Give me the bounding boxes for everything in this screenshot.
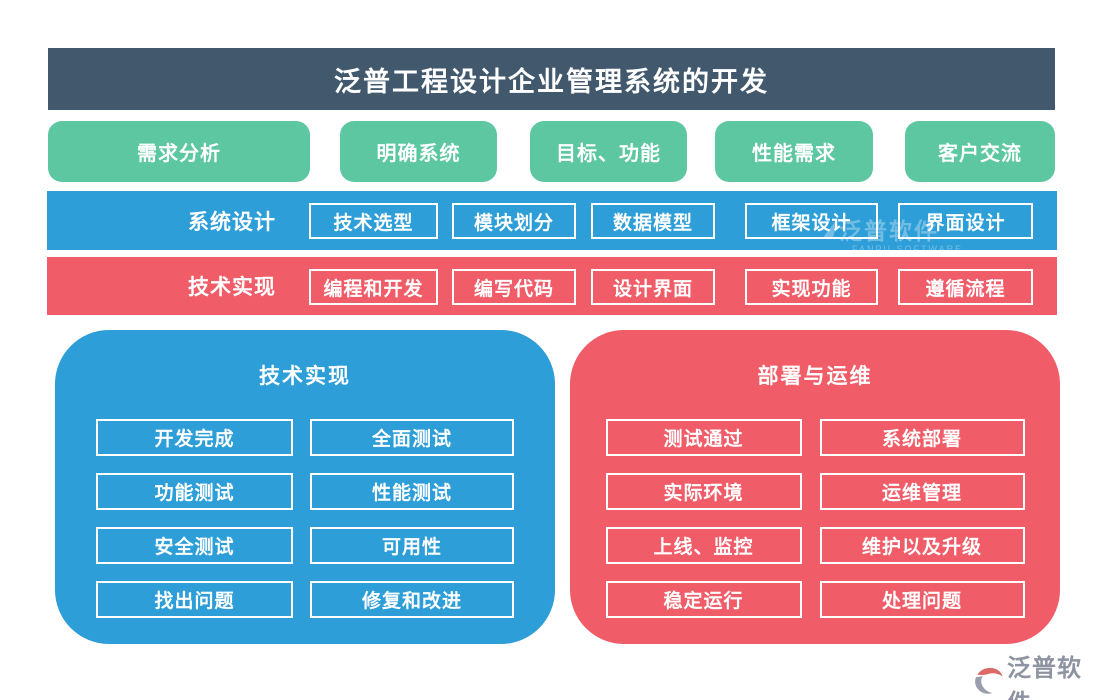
implementation-label: 技术实现 [188, 276, 276, 299]
testing-node-security-test: 安全测试 [96, 527, 293, 564]
design-node-ui-design: 界面设计 [898, 203, 1033, 239]
testing-node-performance-test: 性能测试 [310, 473, 514, 510]
design-node-label: 框架设计 [771, 212, 852, 234]
deploy-node-handle-problems: 处理问题 [819, 581, 1025, 618]
fanpu-logo-icon [972, 665, 1004, 700]
deploy-node-maintain-upgrade: 维护以及升级 [819, 527, 1025, 564]
design-node-module-split: 模块划分 [452, 203, 576, 239]
deploy-node-stable-operation: 稳定运行 [605, 581, 802, 618]
deploy-node-label: 上线、监控 [653, 537, 754, 558]
phase-block-label: 客户交流 [938, 143, 1022, 165]
testing-panel-title: 技术实现 [259, 365, 351, 388]
deployment-panel-title: 部署与运维 [757, 365, 873, 388]
impl-node-implement-functions: 实现功能 [745, 269, 878, 305]
impl-node-label: 设计界面 [612, 278, 693, 300]
system-design-bar: 系统设计 技术选型 模块划分 数据模型 框架设计 界面设计 [47, 191, 1057, 250]
design-node-framework-design: 框架设计 [745, 203, 878, 239]
deploy-node-system-deploy: 系统部署 [819, 419, 1025, 456]
design-node-tech-selection: 技术选型 [309, 203, 438, 239]
phase-block-customer-communication: 客户交流 [905, 121, 1055, 182]
deploy-node-label: 稳定运行 [663, 591, 744, 612]
phase-block-label: 性能需求 [752, 143, 836, 165]
deployment-panel-grid: 测试通过 系统部署 实际环境 运维管理 上线、监控 维护以及升级 稳定运行 处理… [570, 419, 1060, 618]
header-bar: 泛普工程设计企业管理系统的开发 [48, 48, 1055, 110]
testing-node-label: 开发完成 [154, 429, 235, 450]
testing-node-function-test: 功能测试 [96, 473, 293, 510]
deploy-node-real-environment: 实际环境 [605, 473, 802, 510]
phase-block-label: 需求分析 [137, 143, 221, 165]
design-node-data-model: 数据模型 [591, 203, 715, 239]
phase-block-performance-needs: 性能需求 [715, 121, 873, 182]
testing-node-label: 功能测试 [154, 483, 235, 504]
deploy-node-label: 测试通过 [663, 429, 744, 450]
testing-node-label: 安全测试 [154, 537, 235, 558]
design-node-label: 数据模型 [612, 212, 693, 234]
deploy-node-label: 维护以及升级 [861, 537, 982, 558]
phase-block-goals-functions: 目标、功能 [530, 121, 687, 182]
testing-node-label: 修复和改进 [361, 591, 462, 612]
design-node-label: 界面设计 [925, 212, 1006, 234]
impl-node-follow-process: 遵循流程 [898, 269, 1033, 305]
phase-block-label: 目标、功能 [556, 143, 661, 165]
impl-node-label: 实现功能 [771, 278, 852, 300]
testing-panel: 技术实现 开发完成 全面测试 功能测试 性能测试 安全测试 可用性 找出问题 修… [55, 330, 555, 644]
phase-block-clarify-system: 明确系统 [340, 121, 497, 182]
deploy-node-label: 运维管理 [881, 483, 962, 504]
testing-node-label: 全面测试 [371, 429, 452, 450]
impl-node-label: 遵循流程 [925, 278, 1006, 300]
impl-node-programming: 编程和开发 [309, 269, 438, 305]
testing-node-label: 找出问题 [154, 591, 235, 612]
testing-node-find-problems: 找出问题 [96, 581, 293, 618]
testing-panel-grid: 开发完成 全面测试 功能测试 性能测试 安全测试 可用性 找出问题 修复和改进 [55, 419, 555, 618]
fanpu-logo-name: 泛普软件 [1007, 655, 1082, 700]
impl-node-write-code: 编写代码 [452, 269, 576, 305]
deploy-node-label: 实际环境 [663, 483, 744, 504]
impl-node-label: 编程和开发 [323, 278, 424, 300]
deploy-node-label: 系统部署 [881, 429, 962, 450]
deployment-panel: 部署与运维 测试通过 系统部署 实际环境 运维管理 上线、监控 维护以及升级 稳… [570, 330, 1060, 644]
fanpu-logo[interactable]: 泛普软件 www.fanpusoft.com [972, 648, 1100, 700]
implementation-bar: 技术实现 编程和开发 编写代码 设计界面 实现功能 遵循流程 [47, 257, 1057, 315]
impl-node-label: 编写代码 [473, 278, 554, 300]
testing-node-fix-improve: 修复和改进 [310, 581, 514, 618]
design-node-label: 技术选型 [333, 212, 414, 234]
phase-block-label: 明确系统 [376, 143, 461, 165]
phase-block-requirement-analysis: 需求分析 [48, 121, 310, 182]
deploy-node-test-passed: 测试通过 [605, 419, 802, 456]
testing-node-dev-complete: 开发完成 [96, 419, 293, 456]
testing-node-label: 可用性 [381, 537, 442, 558]
page-title: 泛普工程设计企业管理系统的开发 [334, 66, 769, 97]
testing-node-usability: 可用性 [310, 527, 514, 564]
impl-node-design-ui: 设计界面 [591, 269, 715, 305]
deploy-node-label: 处理问题 [881, 591, 962, 612]
deploy-node-launch-monitor: 上线、监控 [605, 527, 802, 564]
deploy-node-ops-management: 运维管理 [819, 473, 1025, 510]
testing-node-full-testing: 全面测试 [310, 419, 514, 456]
design-node-label: 模块划分 [473, 212, 554, 234]
system-design-label: 系统设计 [188, 210, 276, 234]
testing-node-label: 性能测试 [371, 483, 452, 504]
